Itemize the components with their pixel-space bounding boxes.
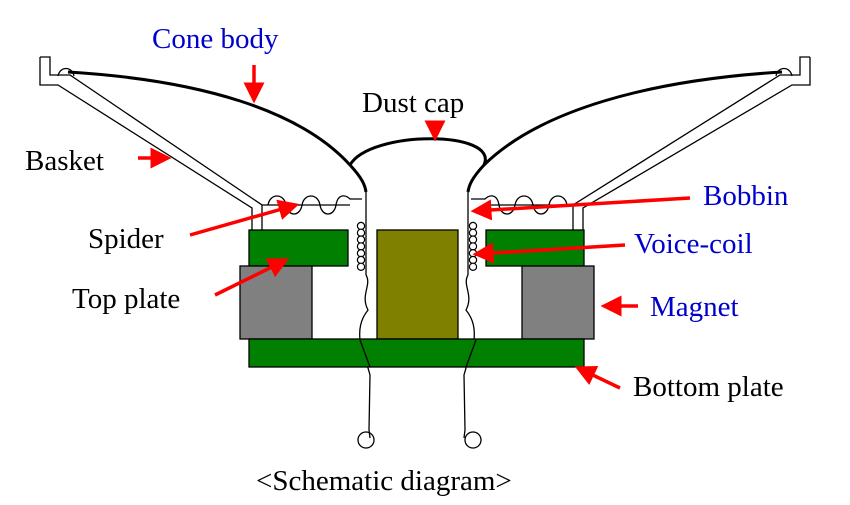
- label-bobbin: Bobbin: [703, 180, 789, 212]
- label-magnet: Magnet: [650, 291, 739, 323]
- coil-turn: [356, 228, 366, 237]
- coil-turn: [468, 242, 478, 251]
- arrow-spider: [189, 199, 300, 237]
- label-basket: Basket: [25, 145, 104, 177]
- label-spider: Spider: [88, 223, 164, 255]
- lead-wires-through-plate: [359, 339, 477, 368]
- coil-turn: [468, 255, 478, 265]
- coil-turn: [468, 228, 478, 237]
- bottom-plate: [248, 338, 585, 368]
- label-bottom-plate: Bottom plate: [633, 371, 784, 403]
- coil-turn: [356, 221, 366, 231]
- surround: [57, 67, 793, 77]
- magnet-right: [521, 265, 595, 340]
- coil-turn: [356, 242, 366, 251]
- pole-piece: [376, 229, 459, 340]
- arrow-bobbin: [470, 196, 691, 221]
- label-dust-cap: Dust cap: [362, 87, 464, 119]
- label-cone-body: Cone body: [152, 23, 279, 55]
- bobbin: [365, 192, 469, 275]
- pointer-arrows: [138, 65, 691, 390]
- cone-body: [67, 70, 783, 193]
- coil-turn: [356, 235, 366, 244]
- label-voice-coil: Voice-coil: [634, 228, 753, 260]
- coil-turn: [356, 248, 366, 258]
- arrow-bottom-plate: [574, 366, 621, 390]
- coil-turn: [468, 248, 478, 258]
- coil-turn: [468, 221, 478, 231]
- top-plate-left: [248, 229, 349, 267]
- coil-turn: [356, 255, 366, 265]
- coil-turn: [356, 262, 366, 271]
- arrow-top-plate: [214, 258, 290, 297]
- coil-turn: [468, 262, 478, 271]
- coil-turn: [468, 235, 478, 244]
- caption: <Schematic diagram>: [256, 465, 512, 497]
- dust-cap: [348, 137, 487, 166]
- label-top-plate: Top plate: [72, 283, 180, 315]
- arrow-voice-coil: [472, 242, 626, 264]
- basket-frame: [39, 56, 811, 230]
